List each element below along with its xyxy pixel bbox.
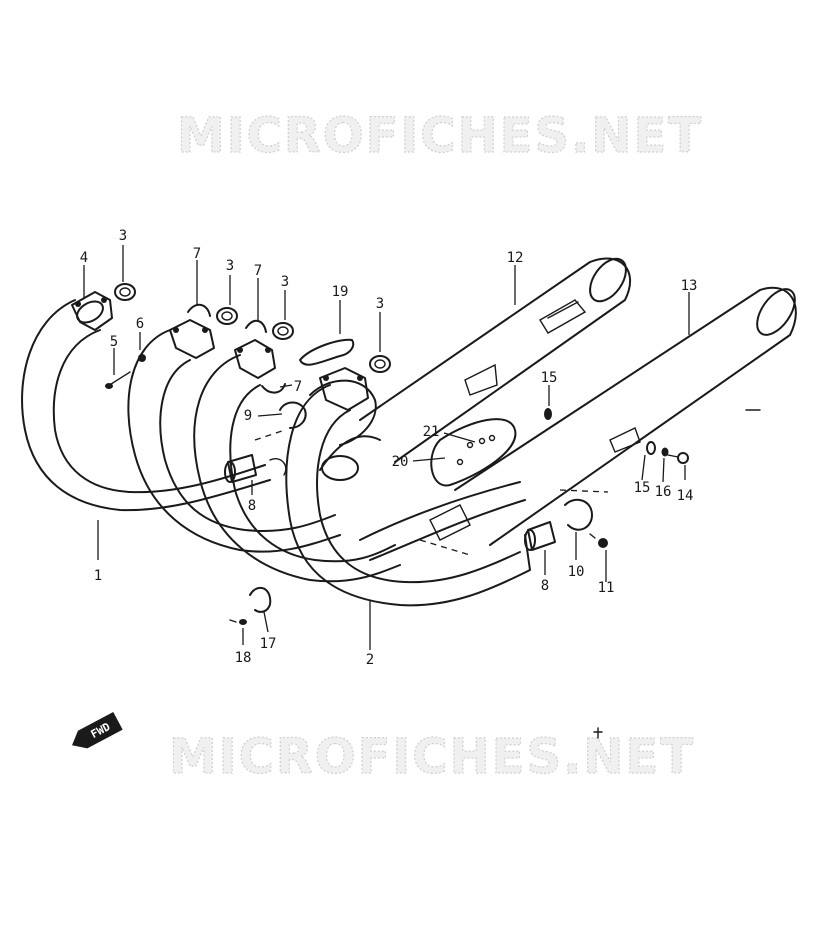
bolt-14 [667,452,689,464]
exhaust-pipe-3 [193,354,401,583]
clamp-17 [249,586,272,613]
callout-8b: 8 [541,578,549,594]
callout-2: 2 [366,652,374,668]
bolt-11 [589,533,608,548]
gasket-3-d [369,355,391,373]
exhaust-pipe-4 [285,379,531,607]
callout-10: 10 [568,564,585,580]
callout-16: 16 [655,484,672,500]
stray-mark [593,727,603,739]
exhaust-pipe-1 [21,299,271,512]
retainer-7-b [245,319,267,333]
bracket-19 [299,338,355,366]
nut-6 [138,354,146,362]
muffler-left [359,257,631,463]
retainer-7-c [261,383,286,394]
callout-7c: 7 [294,379,302,395]
callout-13: 13 [681,278,698,294]
callout-18: 18 [235,650,252,666]
connector-8-a [224,454,287,483]
flange-7-a [169,319,215,359]
flange-4-right [319,367,369,411]
callout-12: 12 [507,250,524,266]
callout-9: 9 [244,408,252,424]
bolt-18 [229,619,247,625]
collector-pipe [319,435,526,561]
callout-3c: 3 [281,274,289,290]
callout-3a: 3 [119,228,127,244]
callout-17: 17 [260,636,277,652]
callout-5: 5 [110,334,118,350]
clamp-9 [254,401,307,441]
clamp-10 [419,489,609,556]
callout-labels: 1 2 3 3 3 3 4 5 6 7 7 7 8 8 9 10 11 12 1… [80,228,698,668]
watermark-top: MICROFICHES.NET [177,108,703,164]
callout-15a: 15 [541,370,558,386]
callout-19: 19 [332,284,349,300]
flange-4 [71,291,113,331]
connector-8-b [524,521,556,551]
exhaust-pipe-2 [127,329,341,553]
callout-1: 1 [94,568,102,584]
flange-7-b [234,339,276,379]
callout-14: 14 [677,488,694,504]
callout-15b: 15 [634,480,651,496]
washer-15-b [646,441,656,455]
muffler-right [454,286,797,546]
callout-3d: 3 [376,296,384,312]
leader-lines [83,245,690,650]
callout-3b: 3 [226,258,234,274]
heat-shield [430,418,517,487]
forward-direction-arrow: FWD [72,711,123,749]
callout-11: 11 [598,580,615,596]
callout-4: 4 [80,250,88,266]
gasket-3-b [216,307,238,325]
watermark-bottom: MICROFICHES.NET [169,729,695,785]
gasket-3-a [114,283,136,301]
callout-20: 20 [392,454,409,470]
nut-16 [661,447,669,457]
callout-8a: 8 [248,498,256,514]
nut-15-a [544,408,552,420]
callout-21: 21 [423,424,440,440]
gasket-3-c [272,322,294,340]
retainer-7-a [187,303,211,317]
stud-5 [105,371,131,389]
callout-7a: 7 [193,246,201,262]
callout-7b: 7 [254,263,262,279]
callout-6: 6 [136,316,144,332]
